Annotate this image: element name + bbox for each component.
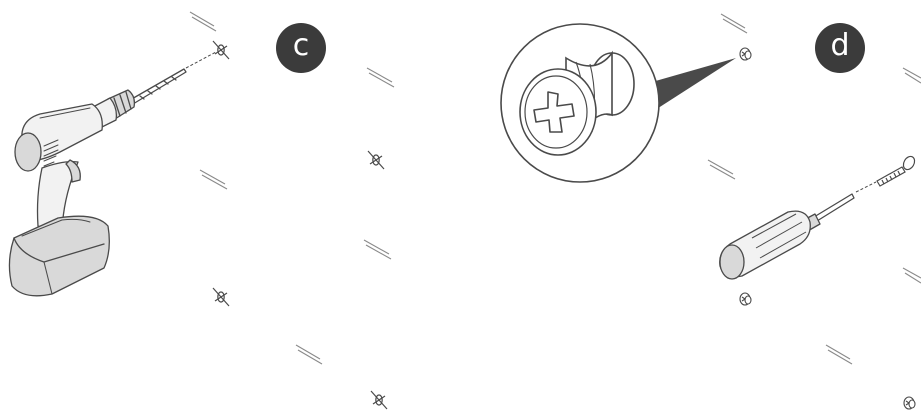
drill-point-marker-icon (368, 151, 384, 169)
hatch (826, 345, 852, 364)
drill-bit (130, 69, 186, 104)
screwdriver-shaft (814, 194, 854, 221)
hatch (708, 160, 735, 179)
drill-guide-line (186, 52, 216, 68)
drill-icon (9, 69, 186, 296)
drill-point-marker-icon (213, 41, 229, 59)
hatch (190, 12, 216, 31)
screw-guide-line (856, 182, 876, 192)
step-d-badge: d (815, 23, 865, 73)
wall-plug-icon (740, 293, 751, 305)
hatch (721, 14, 747, 33)
step-d-label: d (830, 31, 849, 61)
drill-point-markers (213, 41, 387, 409)
detail-view (501, 24, 659, 182)
drill-point-marker-icon (213, 288, 229, 306)
wall-plug-icon (904, 397, 915, 409)
hatch (200, 170, 227, 189)
detail-callout-cone (652, 58, 736, 112)
screwdriver-icon (720, 194, 854, 279)
hatch (367, 68, 394, 87)
hatch (364, 240, 391, 259)
drill-point-marker-icon (371, 391, 387, 409)
wall-plug-icon (740, 48, 751, 60)
step-c-badge: c (276, 23, 326, 73)
step-c-label: c (293, 31, 310, 61)
hatch (296, 345, 322, 364)
screw-icon (877, 154, 917, 186)
hatch (903, 68, 921, 83)
hatch (903, 268, 921, 283)
drill-rear-cap (15, 133, 41, 171)
drill-battery (9, 216, 109, 296)
